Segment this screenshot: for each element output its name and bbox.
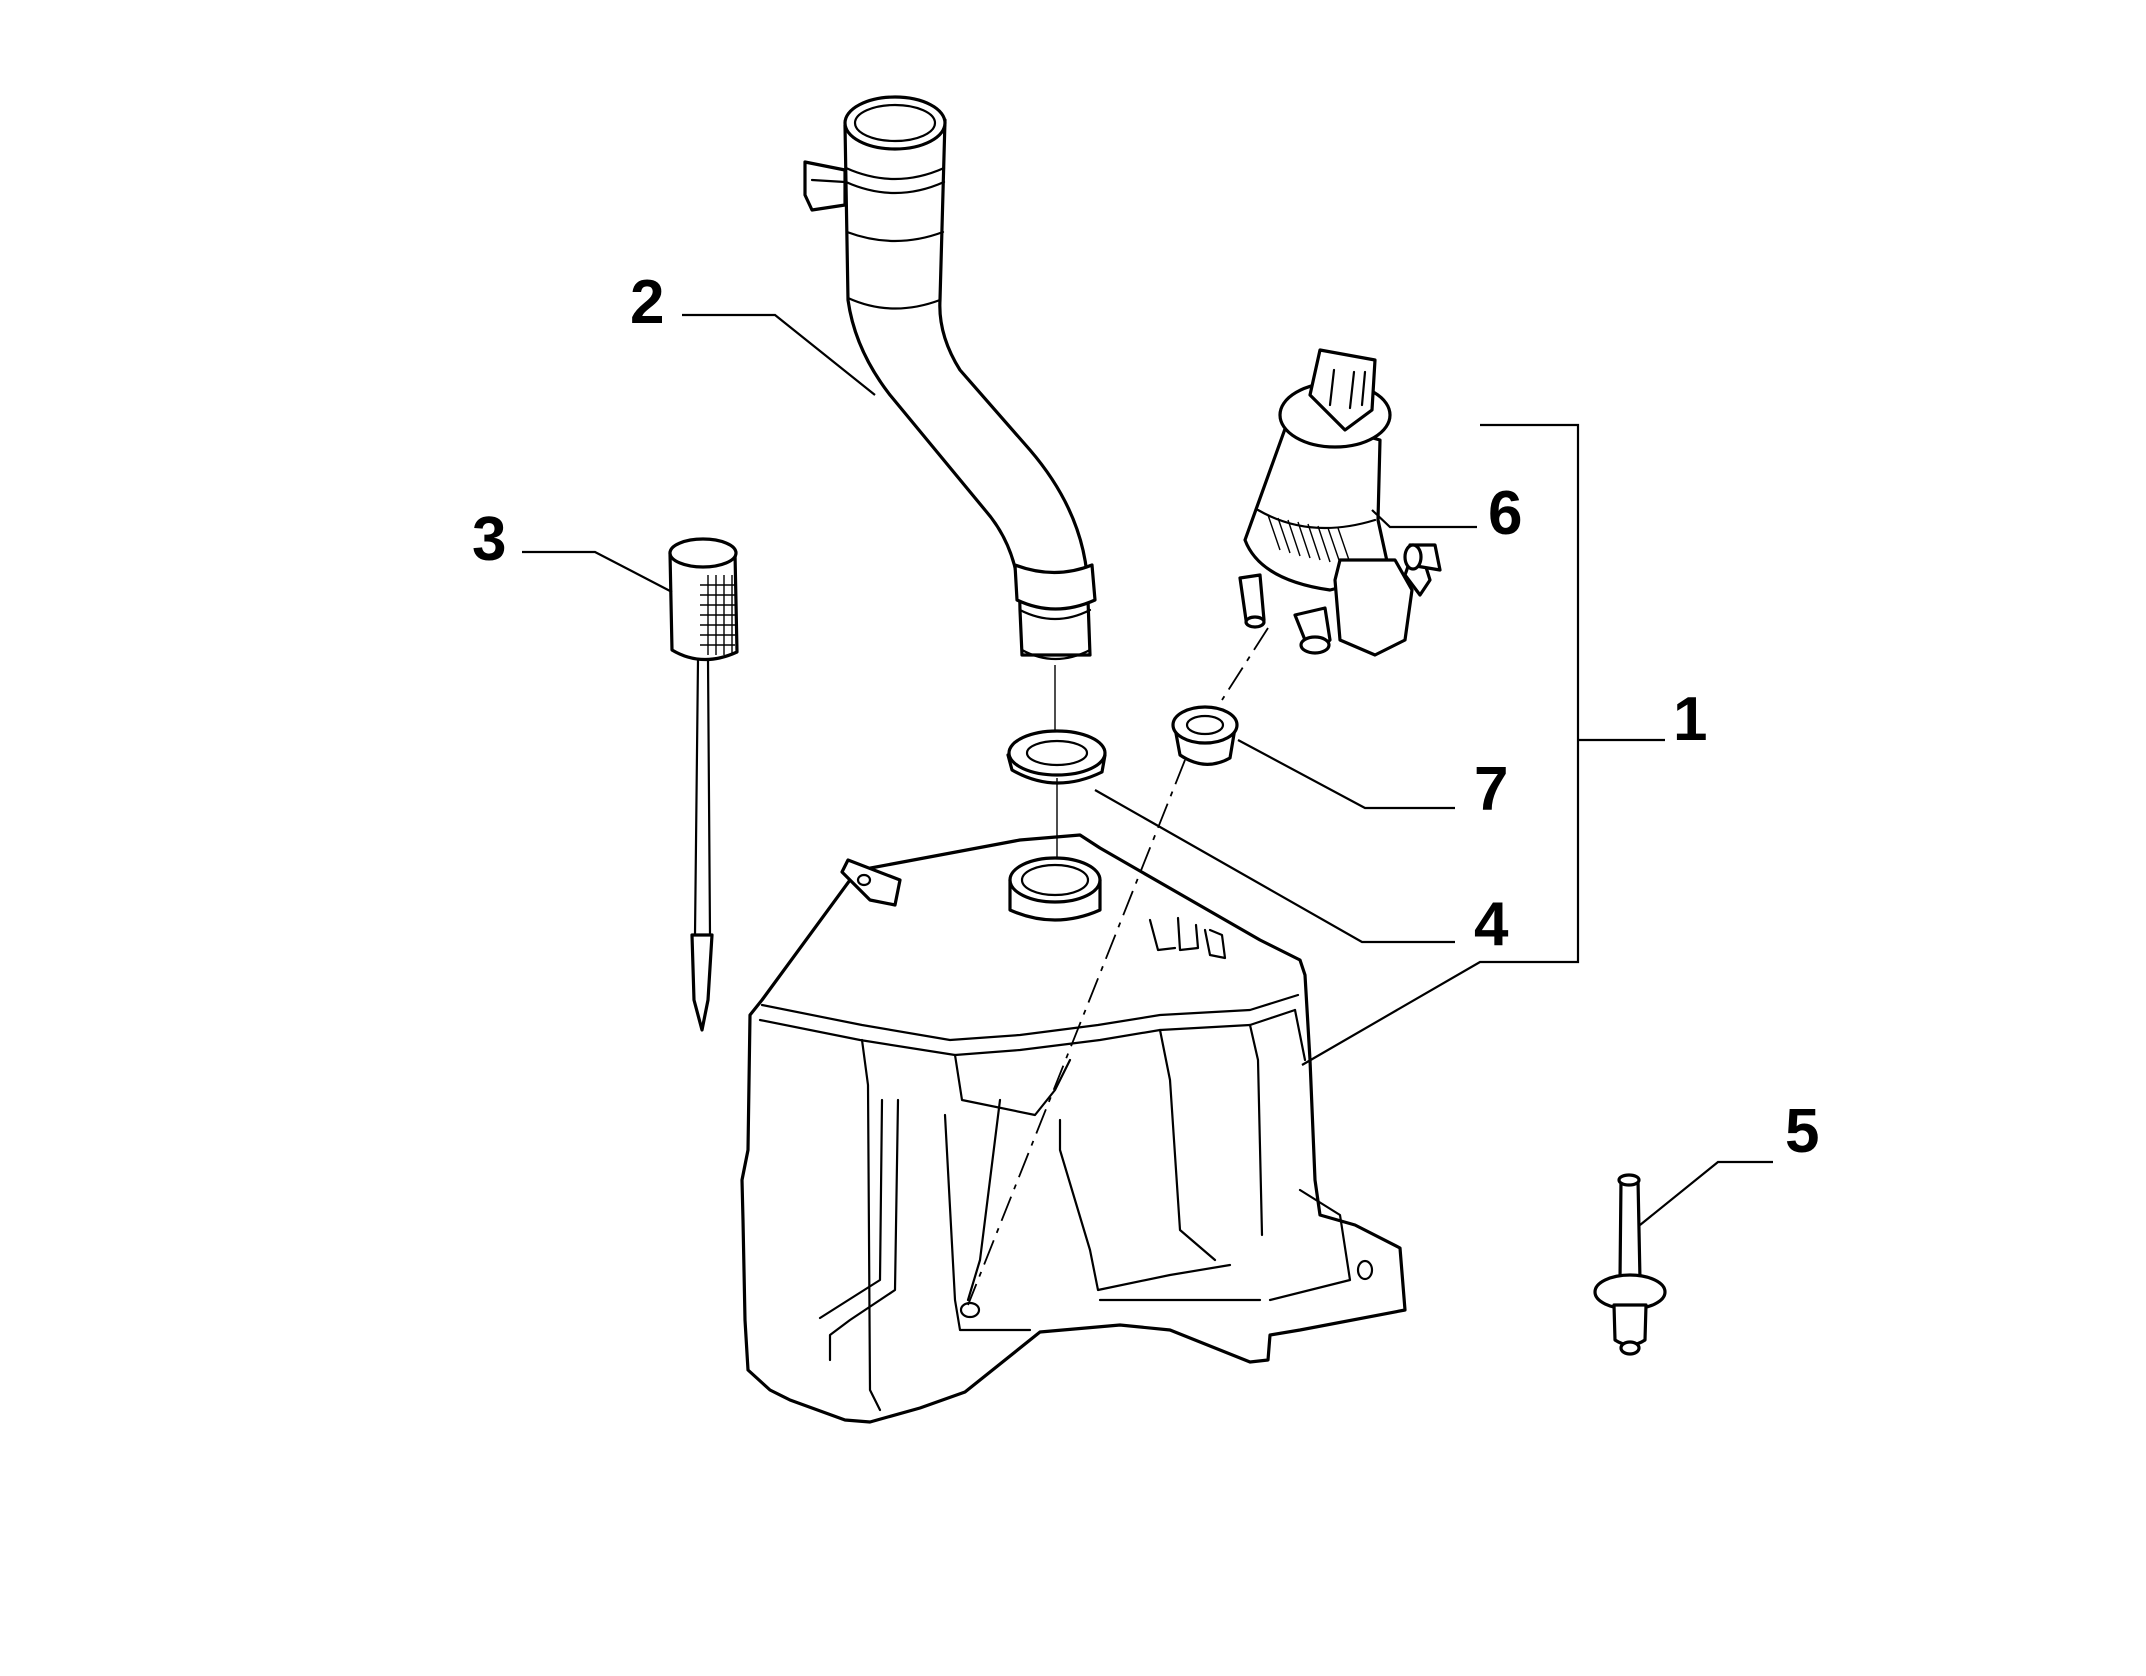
callout-labels: 2 3 6 1 7 4 5 [472, 268, 1819, 1166]
washer-reservoir-tank[interactable] [740, 833, 1407, 1424]
callout-2: 2 [630, 268, 664, 337]
seal-grommet[interactable] [1006, 729, 1107, 785]
callout-1: 1 [1673, 685, 1707, 754]
callout-7: 7 [1474, 755, 1508, 824]
leader-lines [522, 313, 1773, 1226]
washer-pump[interactable] [1238, 348, 1442, 657]
level-sensor-dipstick[interactable] [668, 537, 739, 1032]
callout-5: 5 [1785, 1097, 1819, 1166]
callout-3: 3 [472, 505, 506, 574]
callout-6: 6 [1488, 479, 1522, 548]
callout-4: 4 [1474, 890, 1509, 959]
assembly-center-lines [967, 627, 1269, 1306]
filler-tube[interactable] [803, 95, 1097, 660]
pump-grommet[interactable] [1171, 705, 1239, 766]
rivet[interactable] [1593, 1173, 1667, 1356]
